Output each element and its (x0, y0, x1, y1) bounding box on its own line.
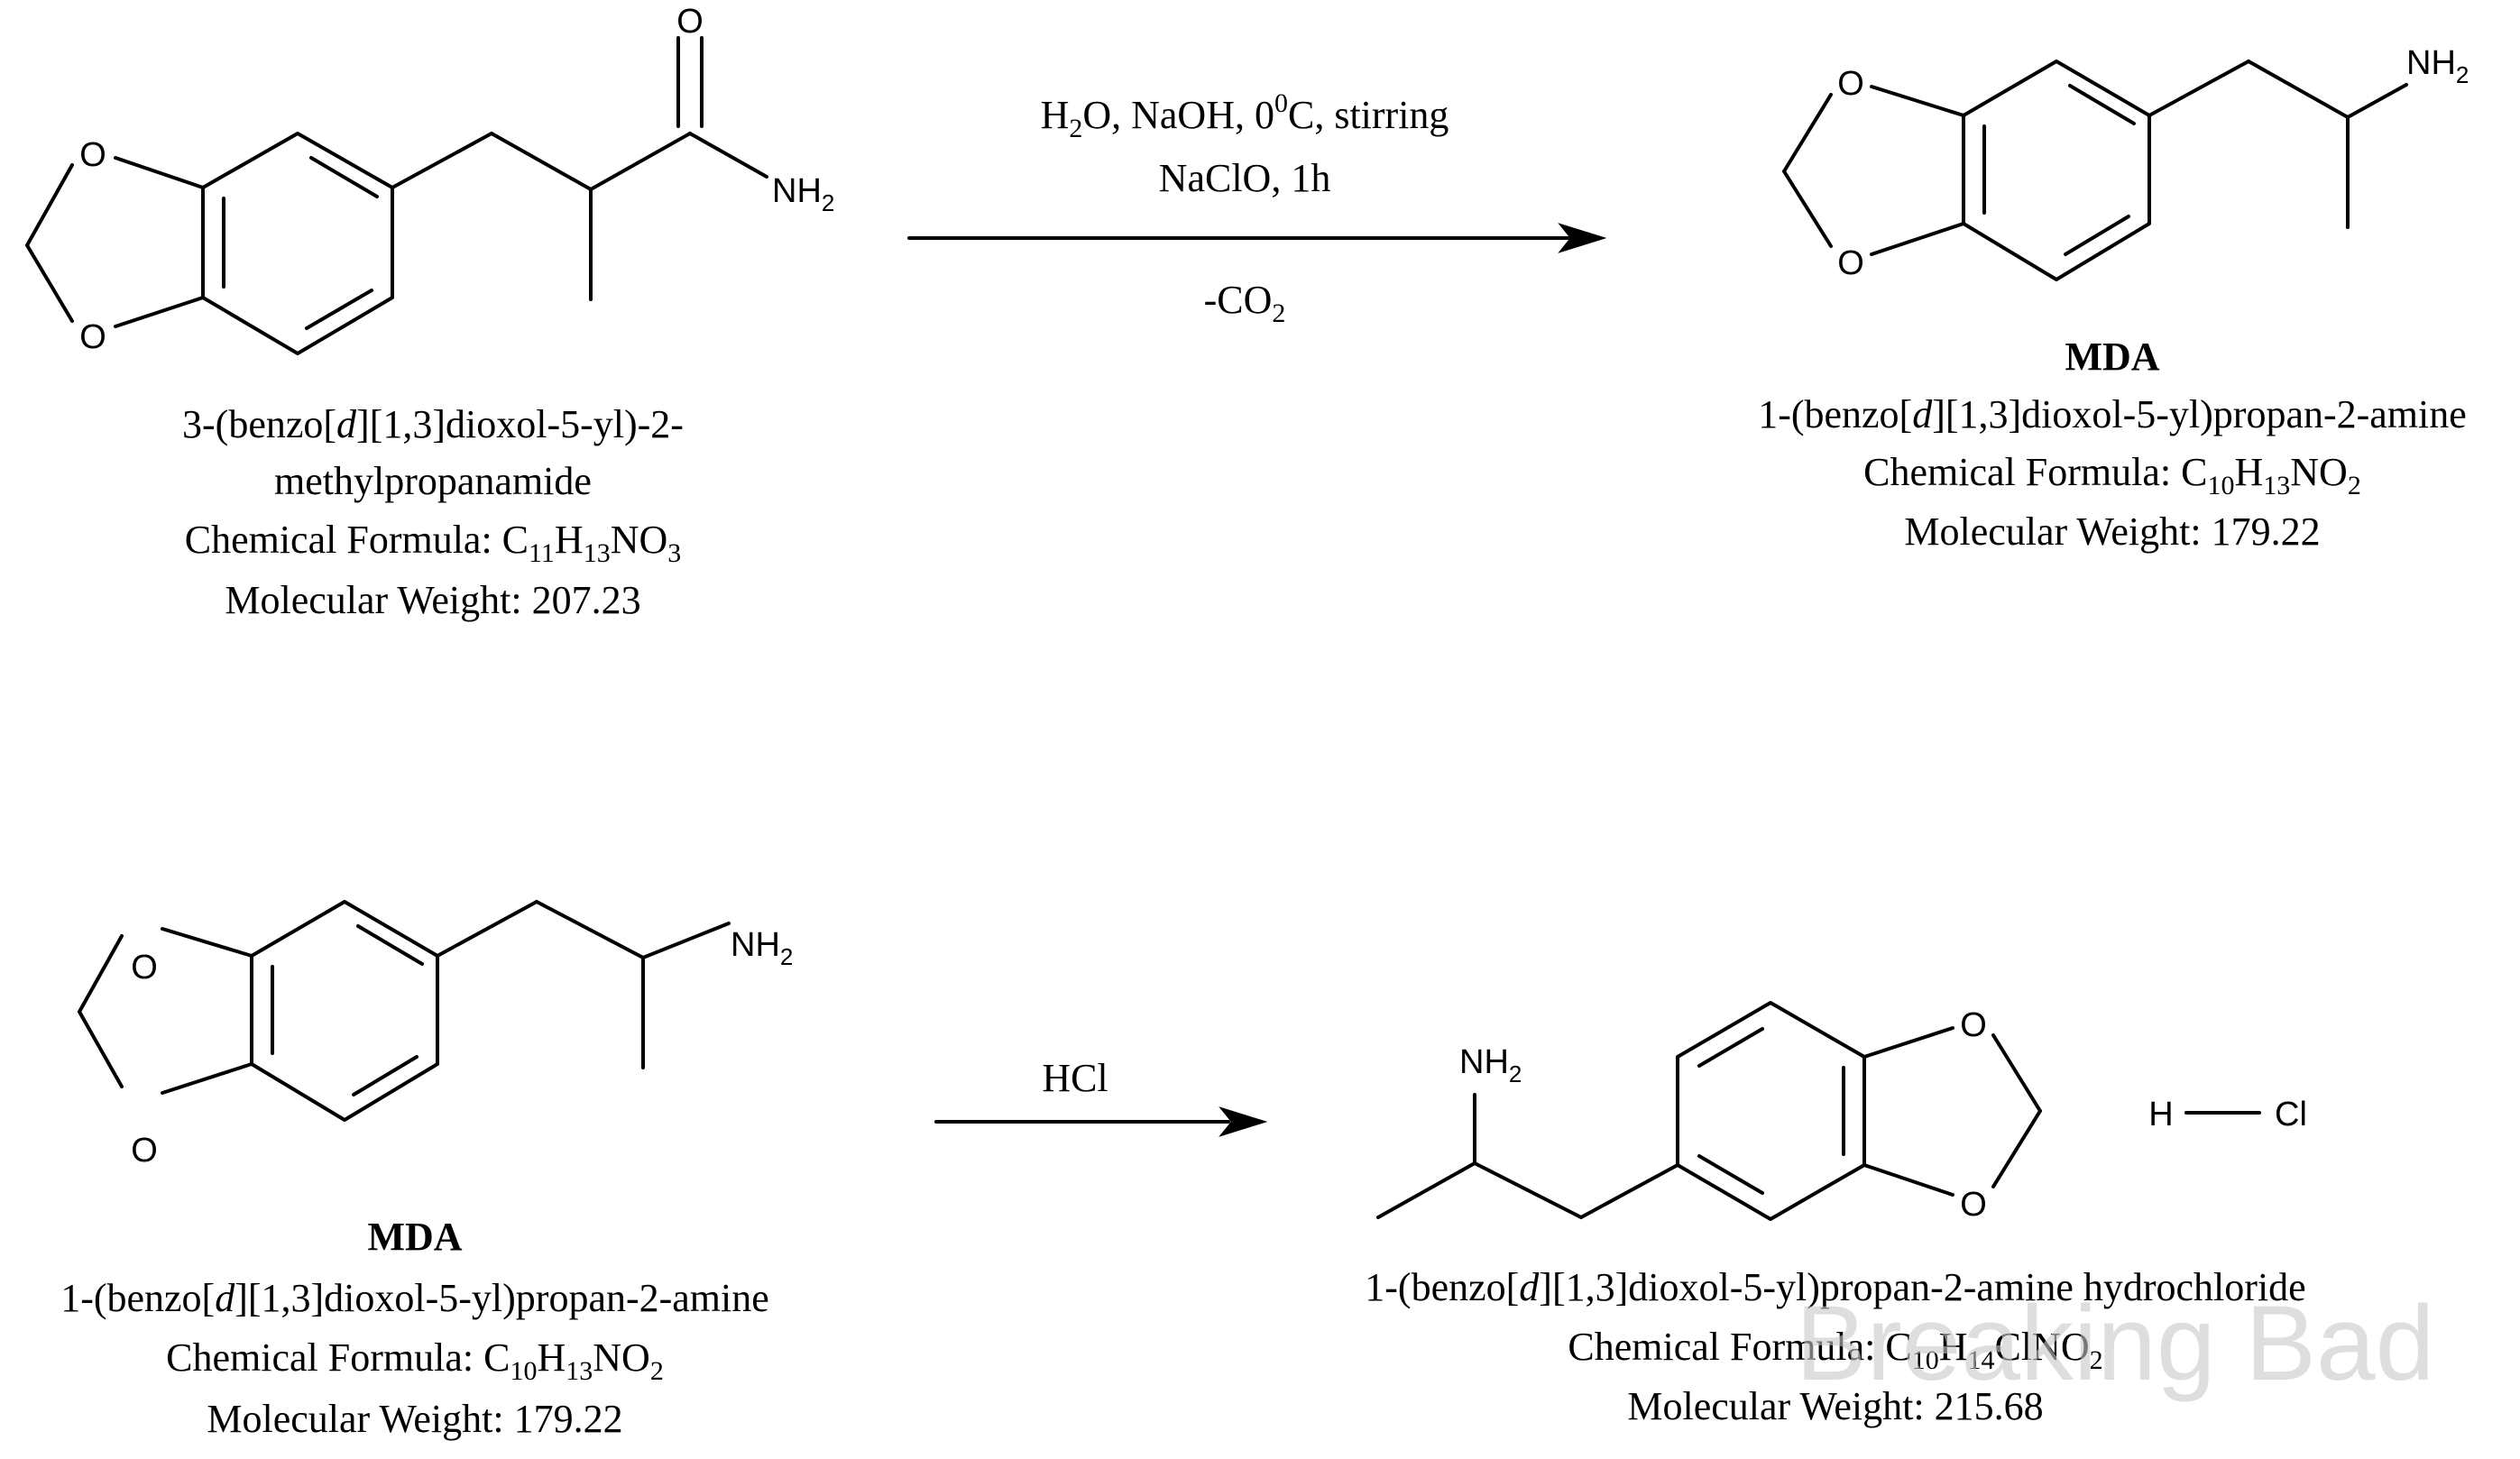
atom-hydrogen: H (2148, 1096, 2173, 1133)
condition-line1: H2O, NaOH, 00C, stirring (1041, 88, 1449, 143)
reactant2-short-name: MDA (367, 1215, 462, 1259)
condition-line3: -CO2 (1204, 278, 1286, 328)
atom-chlorine: Cl (2275, 1096, 2307, 1133)
product2-mw: Molecular Weight: 215.68 (1627, 1384, 2043, 1428)
atom-amine: NH2 (2406, 44, 2469, 88)
atom-amine: NH2 (772, 172, 834, 216)
reagent-label: HCl (1042, 1056, 1108, 1100)
product-short-name: MDA (2065, 335, 2159, 379)
structure-mda-product (1782, 60, 2408, 281)
atom-oxygen-top: O (1960, 1006, 1987, 1044)
condition-line2: NaClO, 1h (1159, 156, 1331, 200)
reactant-name-line2: methylpropanamide (274, 459, 592, 503)
structure-mda-hydrochloride (1376, 1001, 2261, 1221)
atom-oxygen-bottom: O (79, 318, 106, 356)
reactant-name-line1: 3-(benzo[d][1,3]dioxol-5-yl)-2- (182, 402, 684, 446)
reactant2-formula: Chemical Formula: C10H13NO2 (166, 1335, 664, 1386)
product-name: 1-(benzo[d][1,3]dioxol-5-yl)propan-2-ami… (1758, 392, 2467, 436)
watermark: Breaking Bad (1796, 1284, 2434, 1403)
atom-amine: NH2 (1459, 1043, 1522, 1087)
product2-formula: Chemical Formula: C10H14ClNO2 (1568, 1325, 2102, 1375)
atom-amine: NH2 (731, 926, 793, 970)
product-formula: Chemical Formula: C10H13NO2 (1863, 450, 2361, 500)
reactant-mw: Molecular Weight: 207.23 (225, 578, 640, 622)
reactant-formula: Chemical Formula: C11H13NO3 (185, 518, 682, 568)
reactant2-name: 1-(benzo[d][1,3]dioxol-5-yl)propan-2-ami… (60, 1276, 769, 1320)
atom-oxygen-top: O (1837, 65, 1864, 103)
atom-oxygen-top: O (131, 949, 158, 986)
reaction-arrow-2 (934, 1106, 1268, 1137)
structure-amide (25, 36, 768, 355)
atom-oxygen-bottom: O (1837, 244, 1864, 282)
structure-mda-reactant (78, 900, 731, 1122)
atom-oxygen-carbonyl: O (676, 3, 704, 41)
reaction-arrow-1 (907, 223, 1607, 253)
atom-oxygen-bottom: O (1960, 1186, 1987, 1224)
product-mw: Molecular Weight: 179.22 (1904, 509, 2320, 554)
reactant2-mw: Molecular Weight: 179.22 (207, 1397, 622, 1441)
product2-name: 1-(benzo[d][1,3]dioxol-5-yl)propan-2-ami… (1365, 1265, 2305, 1309)
atom-oxygen-bottom: O (131, 1132, 158, 1170)
atom-oxygen-top: O (79, 136, 106, 174)
